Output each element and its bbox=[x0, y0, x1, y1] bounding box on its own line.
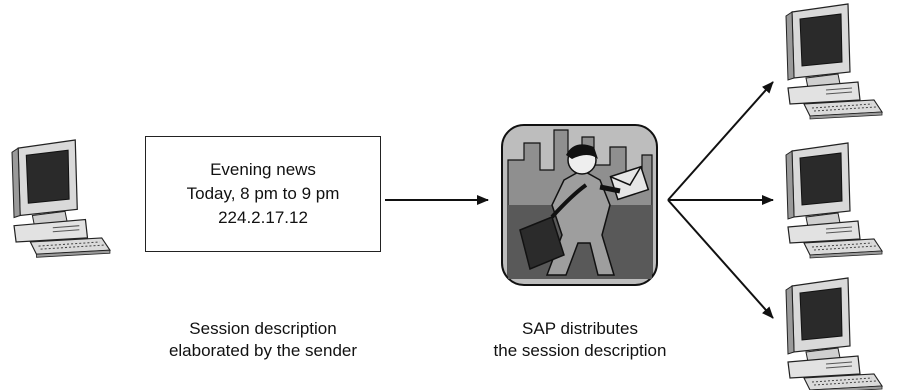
sap-caption-line-2: the session description bbox=[493, 341, 667, 360]
receiver-computer-icon-1 bbox=[785, 3, 883, 120]
session-time: Today, 8 pm to 9 pm bbox=[186, 184, 340, 203]
sender-computer-icon bbox=[11, 139, 111, 258]
sender-caption-line-1: Session description bbox=[189, 319, 337, 338]
session-description-box: Evening news Today, 8 pm to 9 pm 224.2.1… bbox=[145, 136, 381, 252]
sap-caption-line-1: SAP distributes bbox=[522, 319, 638, 338]
sender-caption-line-2: elaborated by the sender bbox=[168, 341, 358, 360]
sap-courier-icon bbox=[501, 124, 658, 286]
arrow-sap-to-receiver-1 bbox=[667, 81, 774, 201]
receiver-computer-icon-2 bbox=[785, 142, 883, 259]
session-address: 224.2.17.12 bbox=[218, 208, 308, 227]
sap-caption: SAP distributes the session description bbox=[462, 318, 698, 362]
receiver-computer-icon-3 bbox=[785, 277, 883, 390]
arrow-sap-to-receiver-3 bbox=[667, 199, 774, 319]
sender-caption: Session description elaborated by the se… bbox=[130, 318, 396, 362]
session-title: Evening news bbox=[210, 160, 316, 179]
